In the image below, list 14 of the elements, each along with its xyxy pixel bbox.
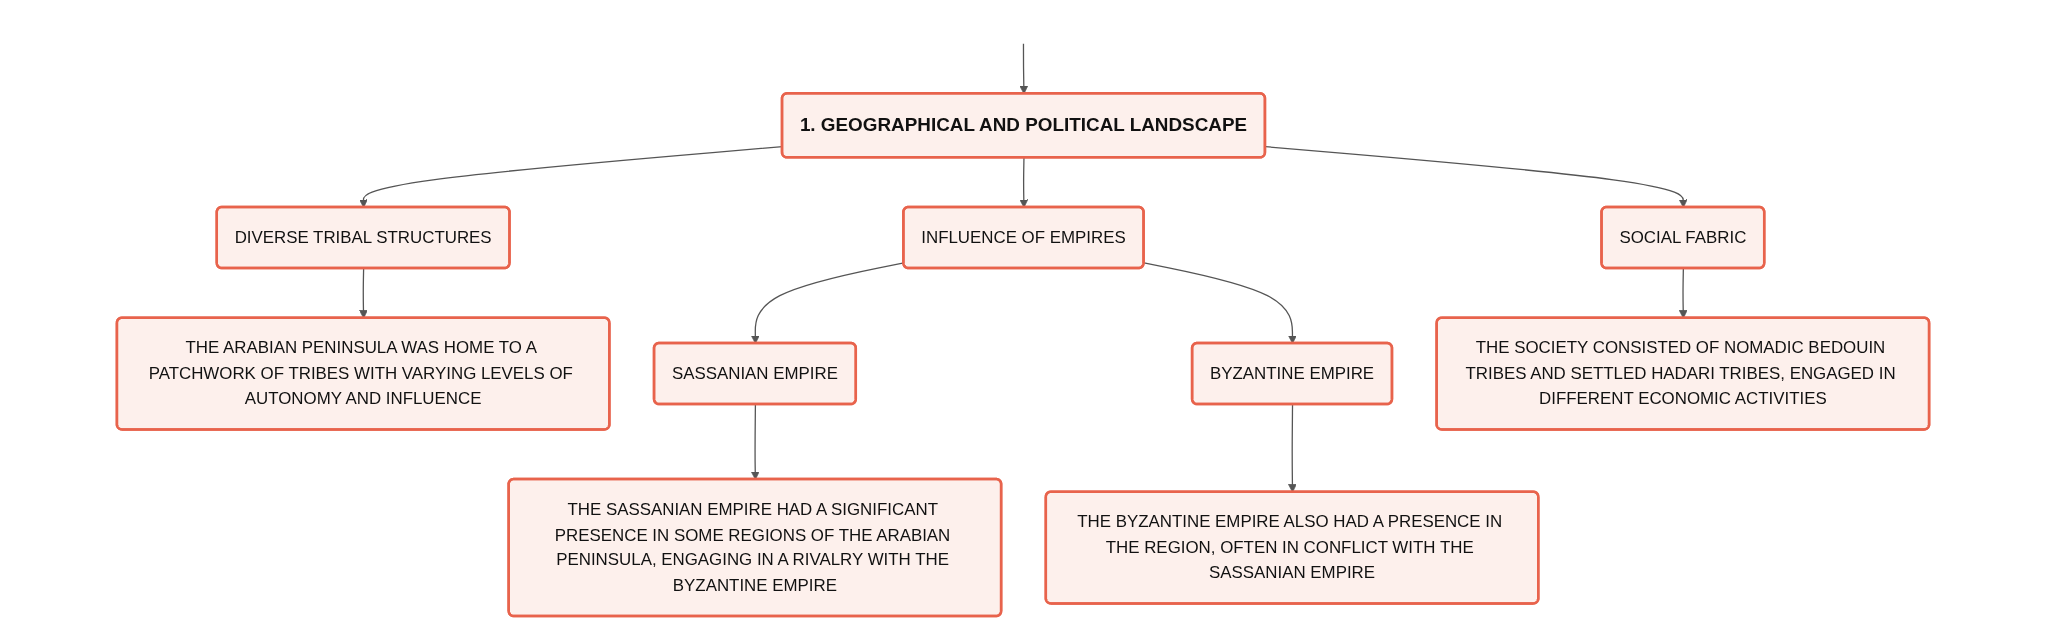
topic-box: THE SASSANIAN EMPIRE HAD A SIGNIFICANT PRESENCE IN SOME REGIONS OF THE ARABIAN PENINSULA, ENGAGING IN A RIVALRY WITH THE BYZANTINE EMPIRE <box>507 477 1003 618</box>
arrow <box>750 262 905 344</box>
arrow <box>1264 146 1688 208</box>
arrow <box>1019 157 1029 208</box>
arrow <box>1143 262 1297 344</box>
topic-box: THE SOCIETY CONSISTED OF NOMADIC BEDOUIN TRIBES AND SETTLED HADARI TRIBES, ENGAGED IN DIFFERENT ECONOMIC ACTIVITIES <box>1435 316 1931 431</box>
topic-box: SASSANIAN EMPIRE <box>652 341 858 406</box>
topic-box: 1. GEOGRAPHICAL AND POLITICAL LANDSCAPE <box>780 92 1267 159</box>
topic-box: THE ARABIAN PENINSULA WAS HOME TO A PATCHWORK OF TRIBES WITH VARYING LEVELS OF AUTONOMY AND INFLUENCE <box>115 316 611 431</box>
topic-box: SOCIAL FABRIC <box>1600 205 1766 270</box>
topic-box: BYZANTINE EMPIRE <box>1190 341 1394 406</box>
topic-box: INFLUENCE OF EMPIRES <box>902 205 1145 270</box>
topic-box: DIVERSE TRIBAL STRUCTURES <box>215 205 511 270</box>
topic-box: THE BYZANTINE EMPIRE ALSO HAD A PRESENCE IN THE REGION, OFTEN IN CONFLICT WITH THE SASSANIAN EMPIRE <box>1044 490 1540 605</box>
